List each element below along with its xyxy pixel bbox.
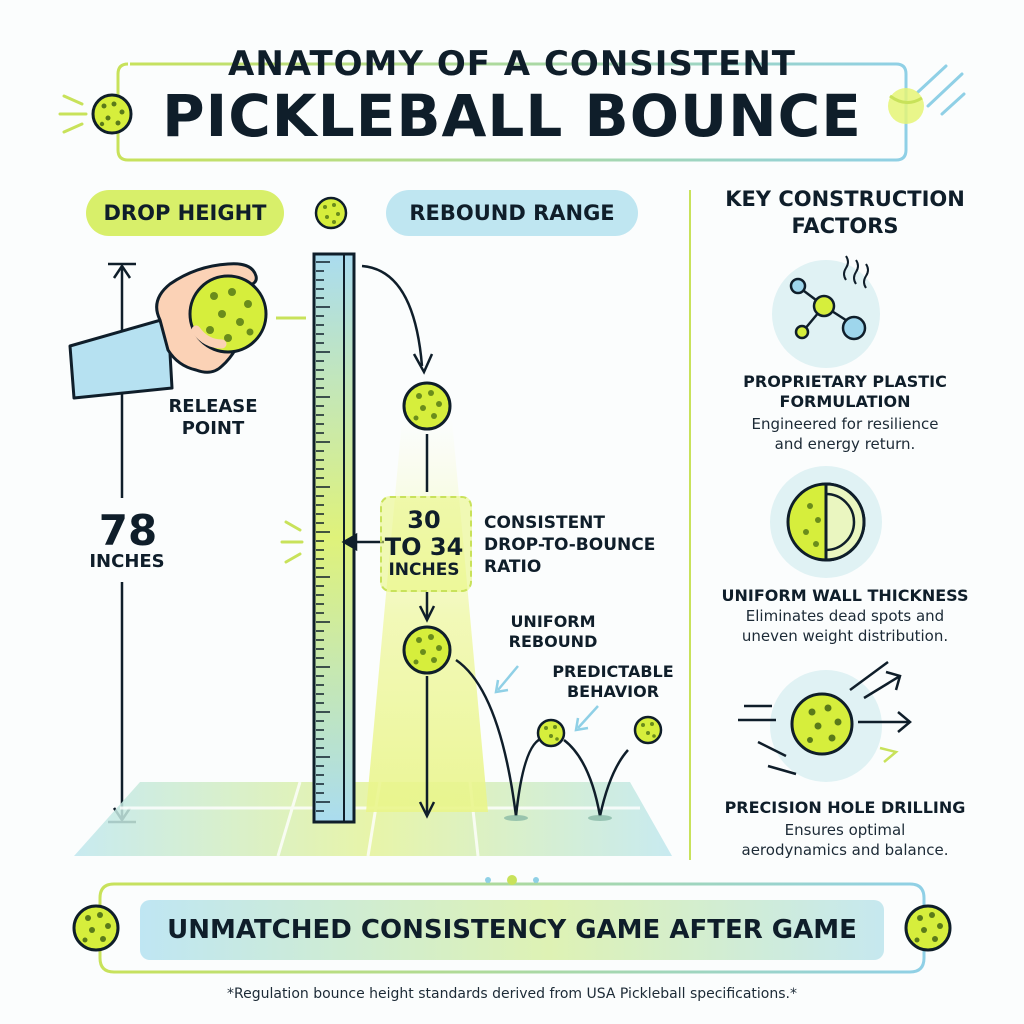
drop-height-unit: INCHES <box>89 551 165 572</box>
factor-2-title-line-1: UNIFORM WALL THICKNESS <box>721 586 969 605</box>
drop-height-value: 78 <box>98 506 158 555</box>
predictable-behavior-line-2: BEHAVIOR <box>566 682 660 701</box>
factor-3-desc: Ensures optimal aerodynamics and balance… <box>685 820 1005 860</box>
ball-cross-section-icon <box>770 466 882 578</box>
factors-heading-line-1: KEY CONSTRUCTION <box>725 187 965 211</box>
banner-ball-right-icon <box>904 904 952 952</box>
banner-frame <box>98 882 926 974</box>
footnote: *Regulation bounce height standards deri… <box>227 986 797 1002</box>
drop-height-pill: DROP HEIGHT <box>86 190 284 236</box>
title-line-2: PICKLEBALL BOUNCE <box>162 82 862 150</box>
banner-dots <box>485 875 539 885</box>
rebound-range-line-3: INCHES <box>388 560 460 580</box>
banner-ball-left-icon <box>72 904 120 952</box>
release-point-label: RELEASE POINT <box>158 396 268 440</box>
predictable-behavior-label: PREDICTABLE BEHAVIOR <box>548 662 678 702</box>
factor-1-title: PROPRIETARY PLASTIC FORMULATION <box>685 372 1005 412</box>
rebound-range-line-1: 30 <box>407 506 441 534</box>
factor-3-title: PRECISION HOLE DRILLING <box>685 798 1005 818</box>
title-line-1: ANATOMY OF A CONSISTENT <box>228 44 796 84</box>
uniform-rebound-label: UNIFORM REBOUND <box>498 612 608 652</box>
measuring-ruler-icon <box>312 252 356 824</box>
uniform-rebound-line-1: UNIFORM <box>510 612 596 631</box>
factor-2-desc: Eliminates dead spots and uneven weight … <box>685 606 1005 646</box>
drop-path-arrow <box>361 264 424 367</box>
molecule-icon <box>772 255 880 368</box>
release-point-line-1: RELEASE <box>168 396 258 417</box>
ruler-glow-marks <box>280 520 304 564</box>
title-sparkle-left <box>58 94 88 134</box>
factors-heading: KEY CONSTRUCTION FACTORS <box>690 186 1000 240</box>
release-point-line-2: POINT <box>181 418 245 439</box>
rebound-range-line-2: TO 34 <box>384 533 464 561</box>
ruler-top-ball-icon <box>314 196 348 230</box>
ratio-label-line-3: RATIO <box>484 557 542 577</box>
consistency-banner: UNMATCHED CONSISTENCY GAME AFTER GAME <box>140 900 884 960</box>
title-frame <box>116 62 908 162</box>
rebound-ball-bottom-icon <box>402 625 452 675</box>
factor-2-desc-line-1: Eliminates dead spots and <box>745 607 945 625</box>
factor-3-desc-line-2: aerodynamics and balance. <box>741 841 949 859</box>
ratio-label: CONSISTENT DROP-TO-BOUNCE RATIO <box>484 512 684 578</box>
factor-1-desc-line-1: Engineered for resilience <box>751 415 939 433</box>
bounce-ball-small-2-icon <box>633 715 663 745</box>
factors-heading-line-2: FACTORS <box>791 214 899 238</box>
held-ball-icon <box>188 274 268 354</box>
factor-1-desc: Engineered for resilience and energy ret… <box>685 414 1005 454</box>
ratio-label-line-2: DROP-TO-BOUNCE <box>484 535 656 555</box>
factor-3-title-line-1: PRECISION HOLE DRILLING <box>724 798 966 817</box>
ruler-pointer-arrow <box>341 532 384 552</box>
title-ball-left-icon <box>91 93 133 135</box>
factor-1-desc-line-2: and energy return. <box>774 435 916 453</box>
title-sparkle-right <box>916 64 966 116</box>
bounce-ball-small-1-icon <box>536 718 566 748</box>
callout-arrows <box>494 665 599 732</box>
rebound-ball-top-icon <box>402 381 452 431</box>
factor-2-title: UNIFORM WALL THICKNESS <box>685 586 1005 606</box>
predictable-behavior-line-1: PREDICTABLE <box>552 662 674 681</box>
ball-motion-icon <box>738 660 912 782</box>
factor-1-title-line-1: PROPRIETARY PLASTIC <box>743 372 947 391</box>
uniform-rebound-line-2: REBOUND <box>508 632 598 651</box>
rebound-range-box <box>380 496 472 592</box>
title-ball-right-icon <box>888 88 924 124</box>
rebound-range-pill: REBOUND RANGE <box>386 190 638 236</box>
factor-3-desc-line-1: Ensures optimal <box>784 821 906 839</box>
ratio-label-line-1: CONSISTENT <box>484 513 606 533</box>
factor-1-title-line-2: FORMULATION <box>779 392 911 411</box>
factor-2-desc-line-2: uneven weight distribution. <box>741 627 949 645</box>
